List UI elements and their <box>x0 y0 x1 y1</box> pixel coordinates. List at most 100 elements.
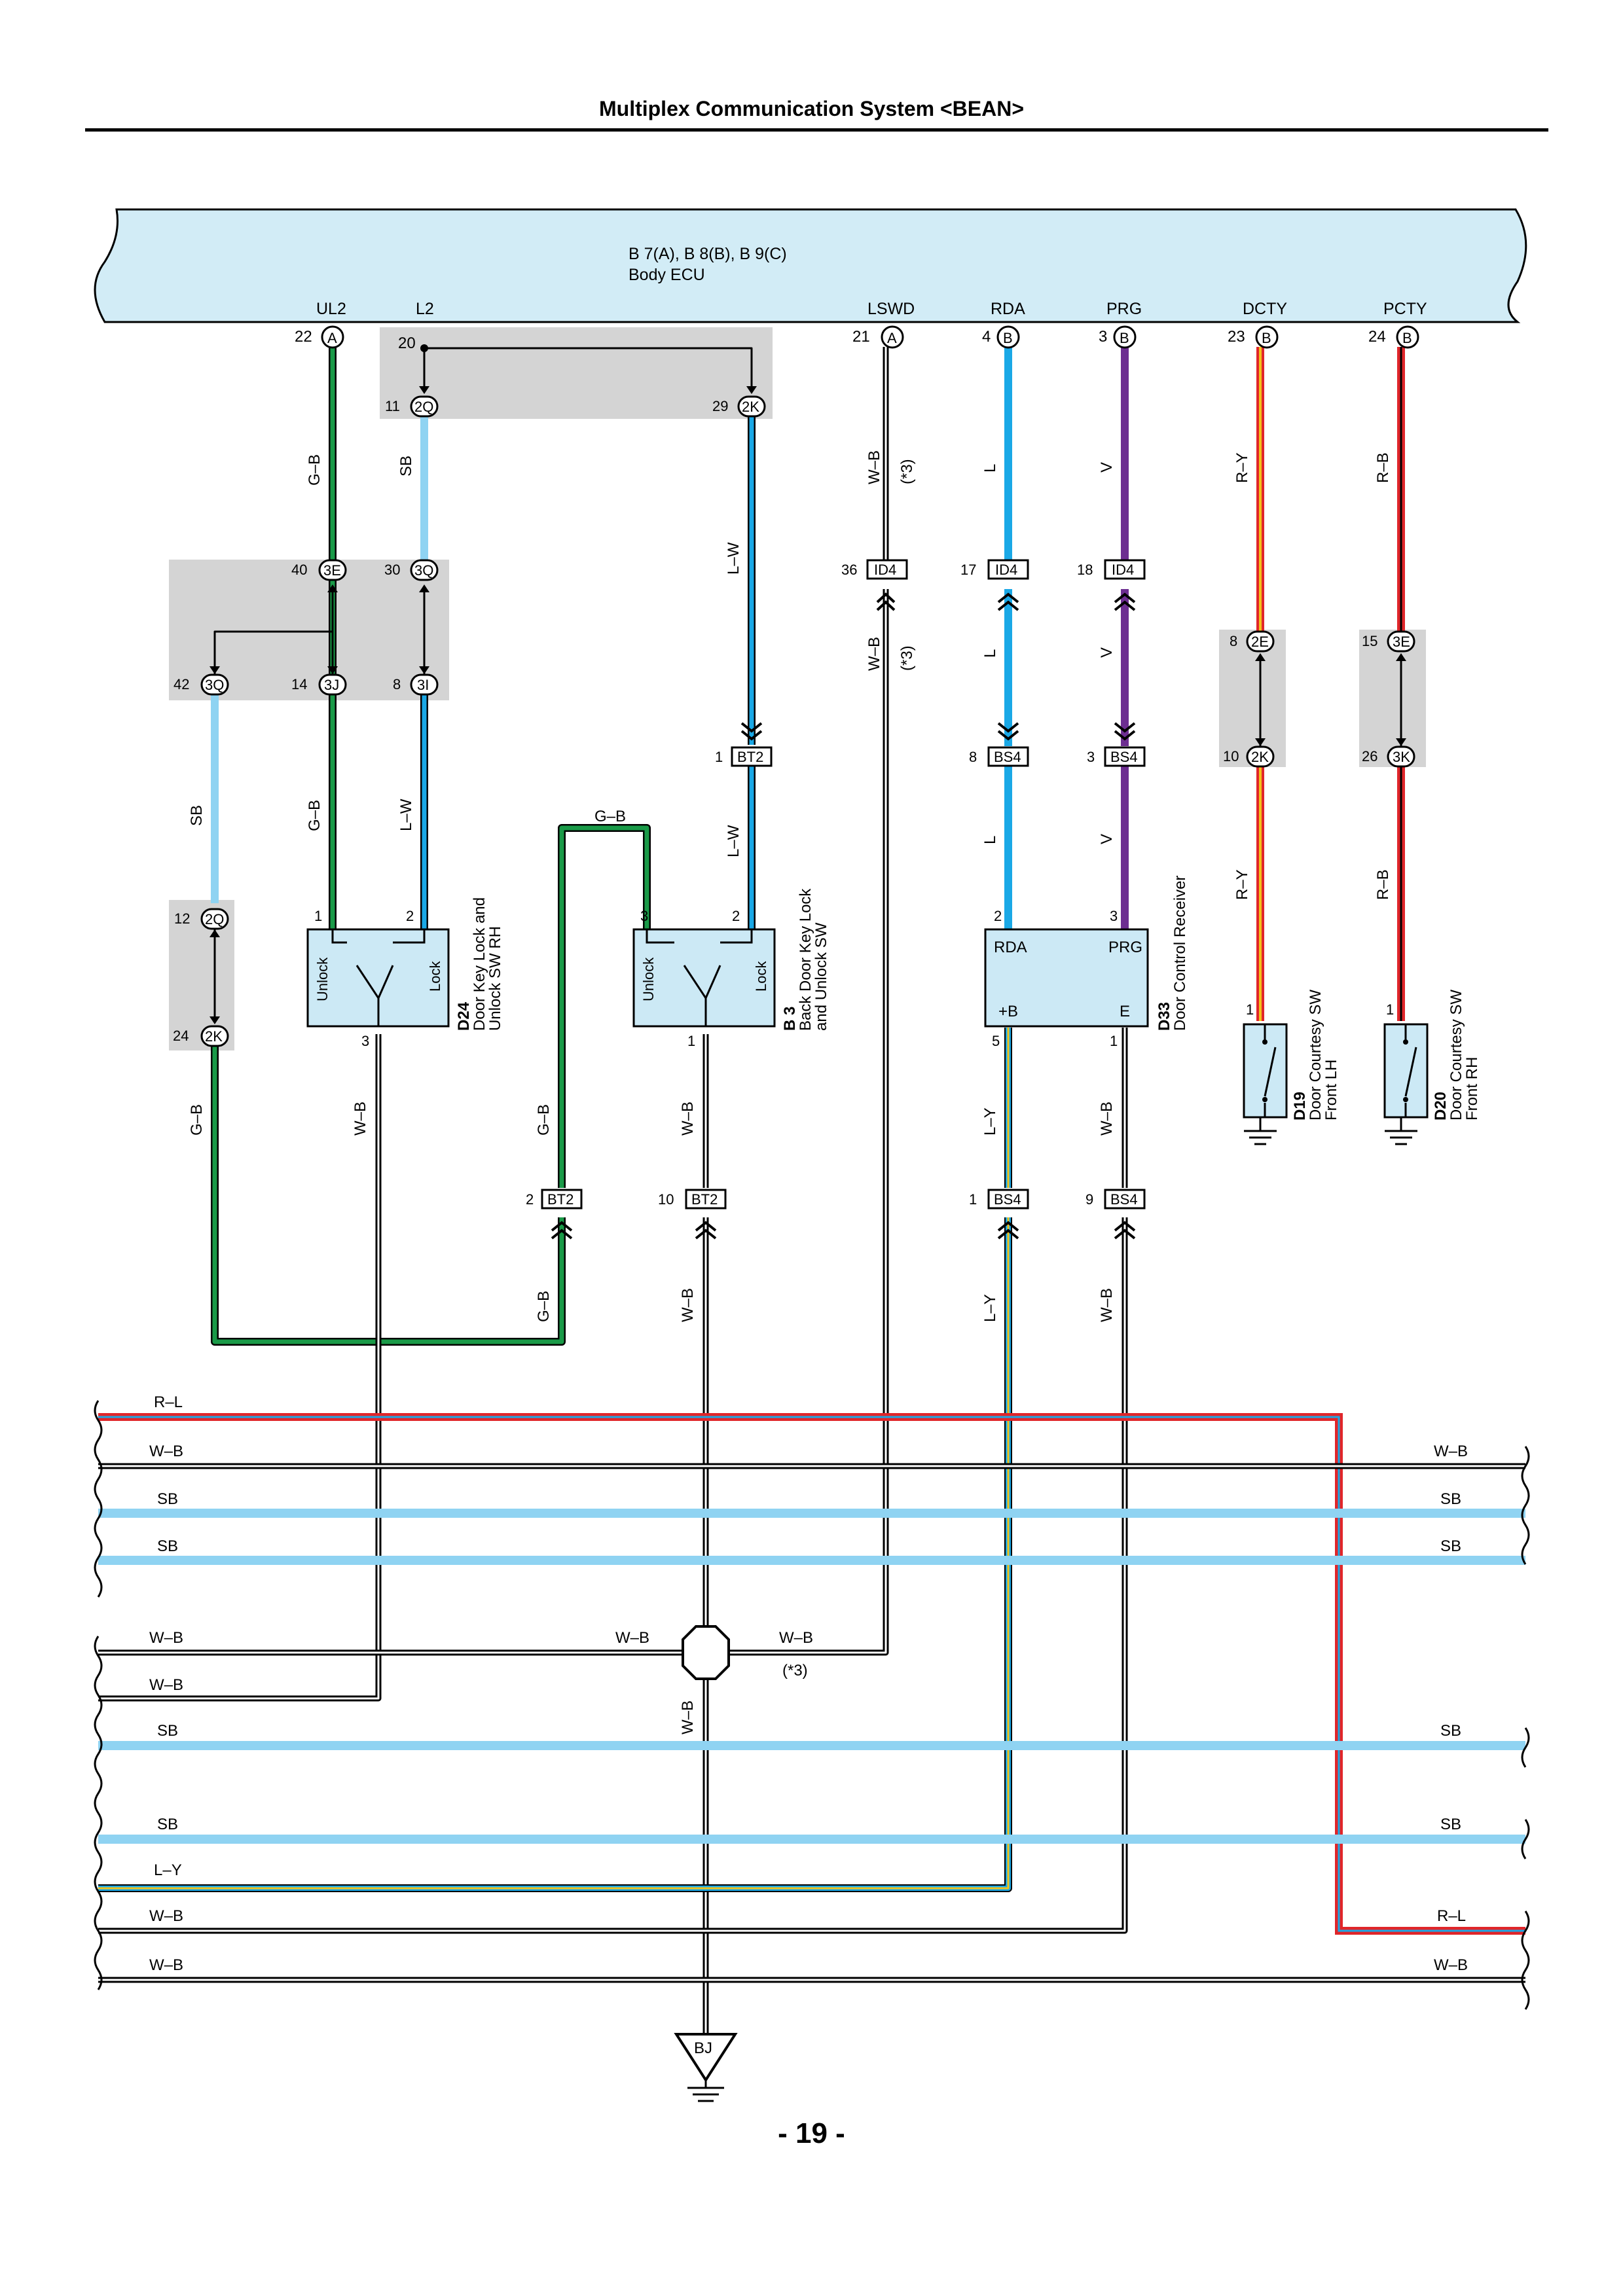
svg-text:W–B: W–B <box>352 1102 369 1136</box>
svg-text:1: 1 <box>687 1033 695 1049</box>
ecu-pin-labels: UL2 L2 LSWD RDA PRG DCTY PCTY <box>316 300 1427 318</box>
svg-text:B: B <box>1120 330 1129 346</box>
svg-text:BT2: BT2 <box>737 749 763 765</box>
ic-id4-18: 18 ID4 <box>1077 559 1146 580</box>
svg-text:D24: D24 <box>455 1001 473 1031</box>
bus-label: L–Y <box>154 1861 182 1879</box>
ic-bs4-8: 8 BS4 <box>969 746 1029 767</box>
bus-label: W–B <box>149 1676 183 1694</box>
svg-text:18: 18 <box>1077 562 1093 578</box>
svg-text:G–B: G–B <box>535 1104 553 1136</box>
svg-text:9: 9 <box>1085 1191 1093 1208</box>
bus-label: R–L <box>154 1393 183 1411</box>
svg-text:2: 2 <box>994 908 1002 924</box>
svg-text:8: 8 <box>1230 633 1237 649</box>
svg-text:1: 1 <box>1246 1001 1254 1018</box>
svg-text:3Q: 3Q <box>205 677 224 693</box>
svg-text:1: 1 <box>715 749 723 765</box>
pin-label-ul2: UL2 <box>316 300 346 318</box>
svg-text:L–W: L–W <box>725 542 742 575</box>
bus-label: W–B <box>615 1629 649 1647</box>
svg-text:L: L <box>981 836 999 844</box>
svg-text:+B: +B <box>998 1003 1018 1020</box>
svg-text:Front RH: Front RH <box>1463 1057 1481 1121</box>
svg-text:Unlock: Unlock <box>640 957 657 1001</box>
svg-text:3: 3 <box>1110 908 1118 924</box>
pin-label-rda: RDA <box>991 300 1025 318</box>
bus-lines <box>94 1400 1530 2010</box>
svg-text:L–W: L–W <box>397 798 415 831</box>
svg-text:3Q: 3Q <box>414 562 433 579</box>
ecu-name: Body ECU <box>629 266 705 284</box>
wire-labels: G–B SB L–W W–B (*3) L V R–Y R–B W–B (*3)… <box>188 450 1392 1734</box>
svg-text:L–Y: L–Y <box>981 1294 999 1322</box>
svg-text:30: 30 <box>384 562 400 578</box>
bus-label: R–L <box>1437 1907 1466 1925</box>
svg-text:BS4: BS4 <box>1110 749 1138 765</box>
svg-text:8: 8 <box>969 749 977 765</box>
component-d33: 2 3 5 1 RDA PRG +B E D33 Door Control Re… <box>984 876 1189 1049</box>
svg-text:B: B <box>1003 330 1013 346</box>
svg-text:Door Key Lock and: Door Key Lock and <box>471 897 488 1031</box>
wires <box>98 347 1405 2036</box>
svg-text:24: 24 <box>173 1028 189 1044</box>
svg-text:Door Courtesy SW: Door Courtesy SW <box>1307 990 1324 1121</box>
junction-block-5 <box>1359 630 1426 767</box>
bus-label: W–B <box>149 1956 183 1974</box>
chevrons <box>551 592 1136 1240</box>
svg-text:42: 42 <box>173 676 189 692</box>
component-d20: 1 D20 Door Courtesy SW Front RH <box>1383 990 1481 1145</box>
svg-text:Front LH: Front LH <box>1322 1060 1340 1121</box>
svg-text:W–B: W–B <box>1098 1288 1116 1322</box>
svg-text:2: 2 <box>406 908 414 924</box>
svg-text:G–B: G–B <box>594 808 626 825</box>
svg-text:4: 4 <box>982 328 991 346</box>
svg-text:L: L <box>981 464 999 473</box>
svg-text:BT2: BT2 <box>547 1191 574 1208</box>
svg-text:21: 21 <box>852 328 870 346</box>
svg-text:and Unlock SW: and Unlock SW <box>812 922 830 1031</box>
junction-block-4 <box>1219 630 1286 767</box>
jc-3q-30: 30 3Q <box>384 559 439 581</box>
svg-text:Door Courtesy SW: Door Courtesy SW <box>1448 990 1465 1121</box>
svg-text:W–B: W–B <box>866 450 883 484</box>
svg-text:R–B: R–B <box>1374 869 1392 900</box>
svg-text:RDA: RDA <box>994 939 1027 956</box>
svg-text:(*3): (*3) <box>898 459 916 484</box>
bus-label: SB <box>1440 1816 1461 1833</box>
svg-text:V: V <box>1098 647 1116 658</box>
svg-text:22: 22 <box>295 328 312 346</box>
bus-label: W–B <box>149 1629 183 1647</box>
svg-text:W–B: W–B <box>679 1102 697 1136</box>
svg-text:L: L <box>981 649 999 658</box>
ecu-pin: 20 <box>398 334 428 352</box>
svg-text:3: 3 <box>361 1033 369 1049</box>
svg-text:(*3): (*3) <box>898 645 916 671</box>
svg-text:Unlock: Unlock <box>314 957 331 1001</box>
svg-text:L–W: L–W <box>725 825 742 857</box>
note-label: (*3) <box>782 1662 808 1679</box>
ecu-refs: B 7(A), B 8(B), B 9(C) <box>629 245 787 263</box>
svg-text:1: 1 <box>1386 1001 1394 1018</box>
svg-text:R–Y: R–Y <box>1233 452 1251 483</box>
svg-text:ID4: ID4 <box>1112 562 1134 578</box>
svg-text:29: 29 <box>712 398 728 414</box>
junction-arrows <box>210 386 1406 1024</box>
svg-text:BS4: BS4 <box>994 749 1021 765</box>
splice-octagon <box>682 1625 730 1680</box>
